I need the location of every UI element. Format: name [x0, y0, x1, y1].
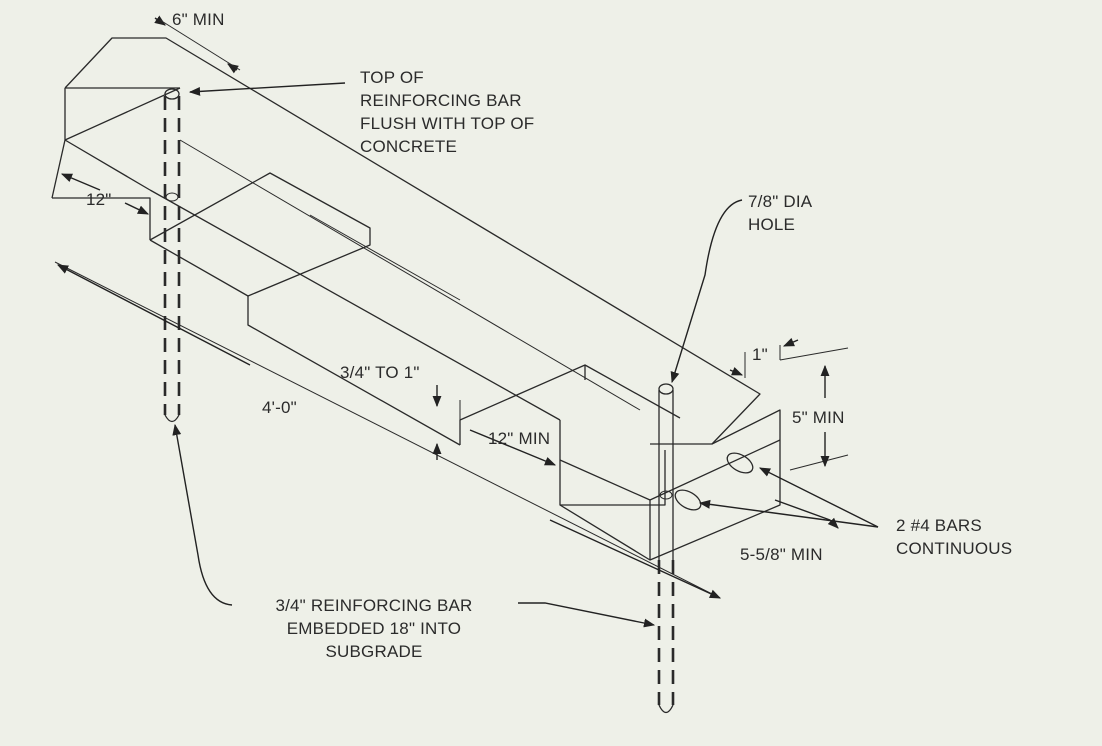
rebar-left-bottom: [164, 414, 180, 423]
block-groove: [179, 139, 641, 411]
right-end-inner: [559, 459, 651, 501]
label-five-min: 5" MIN: [792, 408, 845, 427]
leader-bar-2: [698, 499, 879, 528]
rebar-right-top: [658, 383, 674, 395]
label-six-min: 6" MIN: [172, 10, 225, 29]
label-twelve-in: 12": [86, 190, 112, 209]
leader-hole: [670, 199, 743, 384]
label-three-quarter-to-one: 3/4" TO 1": [340, 363, 420, 382]
leader-rebar-right: [518, 602, 656, 628]
block-top-edge: [64, 37, 761, 445]
rebar-left: [163, 88, 181, 423]
right-end-mid: [649, 439, 781, 560]
notch-1: [149, 172, 371, 297]
right-end-box: [559, 409, 781, 561]
right-end-front: [559, 420, 666, 506]
block-left-bottom: [52, 197, 151, 240]
rebar-right: [657, 383, 675, 714]
block-end-diag: [64, 87, 181, 141]
leader-rebar-left: [172, 423, 233, 606]
label-hole-line-2: HOLE: [748, 215, 796, 234]
label-one-in: 1": [752, 345, 768, 364]
label-rebar-embedded: 3/4" REINFORCING BAR EMBEDDED 18" INTO S…: [244, 594, 504, 663]
label-hole-line-1: 7/8" DIA: [748, 192, 813, 211]
label-rebar-embedded-line-1: 3/4" REINFORCING BAR: [275, 596, 473, 615]
label-two-bars-line-1: 2 #4 BARS: [896, 516, 982, 535]
block-mid-edge: [149, 189, 561, 421]
block-end-face-edge: [64, 139, 151, 191]
leader-lines: [172, 82, 879, 628]
notch-2: [459, 364, 681, 445]
label-top-of-bar-line-3: FLUSH WITH TOP OF: [360, 114, 535, 133]
block-left-end: [51, 88, 66, 199]
notch-1-floor: [149, 239, 249, 297]
label-five-five-eighths: 5-5/8" MIN: [740, 545, 823, 564]
label-two-bars-line-2: CONTINUOUS: [896, 539, 1013, 558]
rebar-left-top: [164, 88, 180, 100]
label-top-of-bar-line-2: REINFORCING BAR: [360, 91, 522, 110]
label-top-of-bar-line-4: CONCRETE: [360, 137, 457, 156]
groove-2: [309, 214, 461, 301]
label-twelve-min: 12" MIN: [488, 429, 551, 448]
dimension-lines: [54, 15, 849, 599]
label-two-bars: 2 #4 BARS CONTINUOUS: [896, 514, 1012, 560]
notch-1-drop: [247, 296, 461, 446]
concrete-block: [51, 37, 781, 561]
leader-top-of-bar: [188, 82, 346, 96]
rebar-right-bottom: [658, 704, 674, 714]
label-rebar-embedded-line-3: SUBGRADE: [325, 642, 423, 661]
leader-bar-1: [758, 467, 879, 528]
label-rebar-embedded-line-2: EMBEDDED 18" INTO: [286, 619, 462, 638]
label-top-of-bar: TOP OF REINFORCING BAR FLUSH WITH TOP OF…: [360, 66, 534, 158]
label-hole: 7/8" DIA HOLE: [748, 190, 812, 236]
label-top-of-bar-line-1: TOP OF: [360, 68, 424, 87]
label-four-ft: 4'-0": [262, 398, 297, 417]
